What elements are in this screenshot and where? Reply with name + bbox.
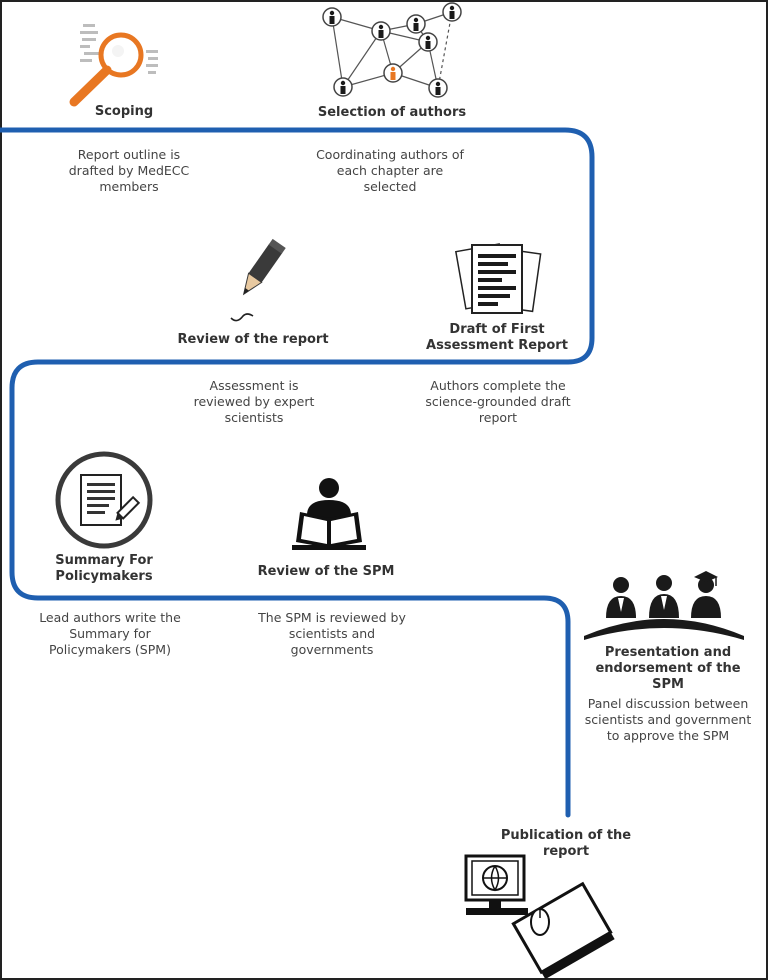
person-node bbox=[442, 2, 462, 22]
step-desc-scoping: Report outline is drafted by MedECC memb… bbox=[68, 147, 190, 194]
computer-book-icon bbox=[464, 854, 615, 980]
step-title-presentation: Presentation and endorsement of the SPM bbox=[595, 645, 741, 692]
step-desc-summary: Lead authors write the Summary for Polic… bbox=[39, 610, 181, 657]
document-pen-icon bbox=[55, 451, 153, 549]
person-node bbox=[322, 7, 342, 27]
documents-icon bbox=[454, 243, 542, 314]
step-desc-review-report: Assessment is reviewed by expert scienti… bbox=[193, 378, 315, 425]
step-title-draft: Draft of First Assessment Report bbox=[426, 322, 568, 353]
step-title-review-spm: Review of the SPM bbox=[257, 564, 395, 579]
step-desc-review-spm: The SPM is reviewed by scientists and go… bbox=[258, 610, 406, 657]
step-title-publication: Publication of the report bbox=[500, 828, 632, 859]
person-node bbox=[406, 14, 426, 34]
person-node bbox=[333, 77, 353, 97]
panel-icon bbox=[584, 571, 744, 640]
step-desc-presentation: Panel discussion between scientists and … bbox=[584, 696, 752, 743]
step-title-review-report: Review of the report bbox=[177, 332, 329, 347]
step-desc-selection: Coordinating authors of each chapter are… bbox=[316, 147, 464, 194]
magnifier-icon bbox=[69, 24, 158, 107]
person-node bbox=[428, 78, 448, 98]
person-node-highlighted bbox=[383, 63, 403, 83]
step-desc-draft: Authors complete the science-grounded dr… bbox=[425, 378, 571, 425]
network-icon bbox=[322, 2, 462, 98]
person-node bbox=[371, 21, 391, 41]
process-path bbox=[0, 127, 595, 818]
pencil-icon bbox=[230, 238, 286, 322]
step-title-selection: Selection of authors bbox=[317, 105, 467, 120]
step-title-scoping: Scoping bbox=[94, 104, 154, 119]
reader-icon bbox=[292, 478, 366, 550]
step-title-summary: Summary For Policymakers bbox=[55, 553, 153, 584]
person-node bbox=[418, 32, 438, 52]
